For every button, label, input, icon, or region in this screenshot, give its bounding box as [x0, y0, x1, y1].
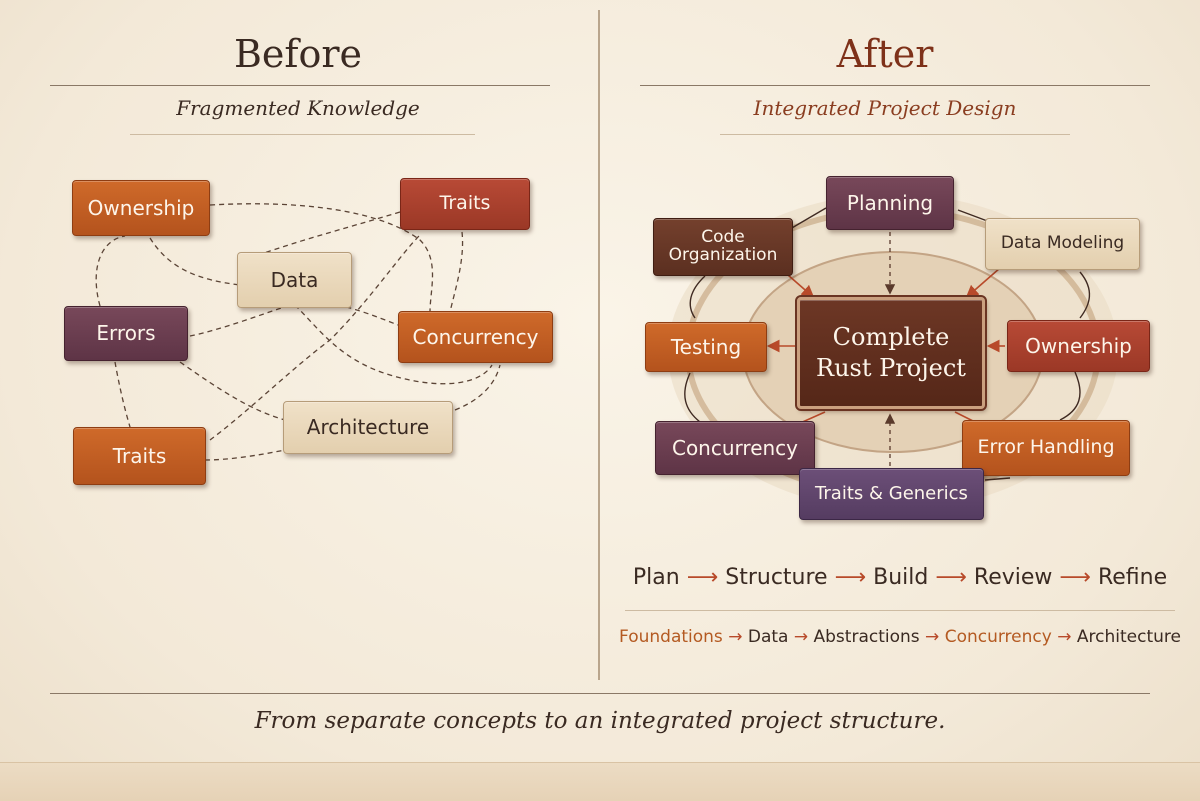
after-center-complete-rust-project: Complete Rust Project	[795, 295, 987, 411]
learning-path: Foundations → Data → Abstractions → Conc…	[610, 627, 1190, 647]
code-organization-line2: Organization	[668, 245, 778, 265]
arrow-icon: →	[793, 627, 809, 647]
process-step-3: Build	[873, 565, 929, 590]
arrow-icon: ⟶	[935, 565, 967, 590]
before-subtitle: Fragmented Knowledge	[176, 96, 420, 120]
panel-divider	[598, 10, 600, 680]
after-title: After	[836, 32, 934, 76]
path-step-2: Data	[747, 627, 789, 647]
before-title-rule	[50, 85, 550, 86]
arrow-icon: ⟶	[834, 565, 867, 590]
before-node-traits-bottom: Traits	[73, 427, 206, 485]
process-step-1: Plan	[632, 565, 680, 590]
path-step-5: Architecture	[1076, 627, 1181, 647]
caption-rule	[50, 693, 1150, 694]
process-rule	[625, 610, 1175, 611]
center-line1: Complete	[832, 322, 950, 351]
before-node-traits-top: Traits	[400, 178, 530, 230]
path-step-1: Foundations	[619, 627, 723, 647]
before-node-errors: Errors	[64, 306, 188, 361]
path-step-3: Abstractions	[813, 627, 920, 647]
code-organization-line1: Code	[701, 227, 745, 248]
after-node-planning: Planning	[826, 176, 954, 230]
arrow-icon: ⟶	[1059, 565, 1091, 590]
process-flow: Plan ⟶ Structure ⟶ Build ⟶ Review ⟶ Refi…	[610, 565, 1190, 590]
before-node-concurrency: Concurrency	[398, 311, 553, 363]
after-node-error-handling: Error Handling	[962, 420, 1130, 476]
before-title: Before	[233, 32, 362, 76]
after-node-concurrency: Concurrency	[655, 421, 815, 475]
bottom-strip	[0, 762, 1200, 801]
arrow-icon: →	[728, 627, 743, 647]
process-step-4: Review	[973, 565, 1053, 590]
arrow-icon: →	[1057, 627, 1072, 647]
arrow-icon: ⟶	[686, 565, 719, 590]
process-step-2: Structure	[725, 565, 828, 590]
center-line2: Rust Project	[816, 354, 966, 382]
after-node-data-modeling: Data Modeling	[985, 218, 1140, 270]
after-node-code-organization: Code Organization	[653, 218, 793, 276]
path-step-4: Concurrency	[944, 627, 1052, 647]
after-node-traits-generics: Traits & Generics	[799, 468, 984, 520]
before-dashed-links	[95, 203, 501, 461]
after-node-ownership: Ownership	[1007, 320, 1150, 372]
after-subtitle-rule	[720, 134, 1070, 135]
after-title-rule	[640, 85, 1150, 86]
after-node-testing: Testing	[645, 322, 767, 372]
after-subtitle: Integrated Project Design	[753, 96, 1017, 120]
arrow-icon: →	[925, 627, 940, 647]
before-node-data: Data	[237, 252, 352, 308]
before-node-ownership: Ownership	[72, 180, 210, 236]
process-step-5: Refine	[1097, 565, 1168, 590]
before-node-architecture: Architecture	[283, 401, 453, 454]
caption: From separate concepts to an integrated …	[254, 708, 946, 734]
before-subtitle-rule	[130, 134, 475, 135]
